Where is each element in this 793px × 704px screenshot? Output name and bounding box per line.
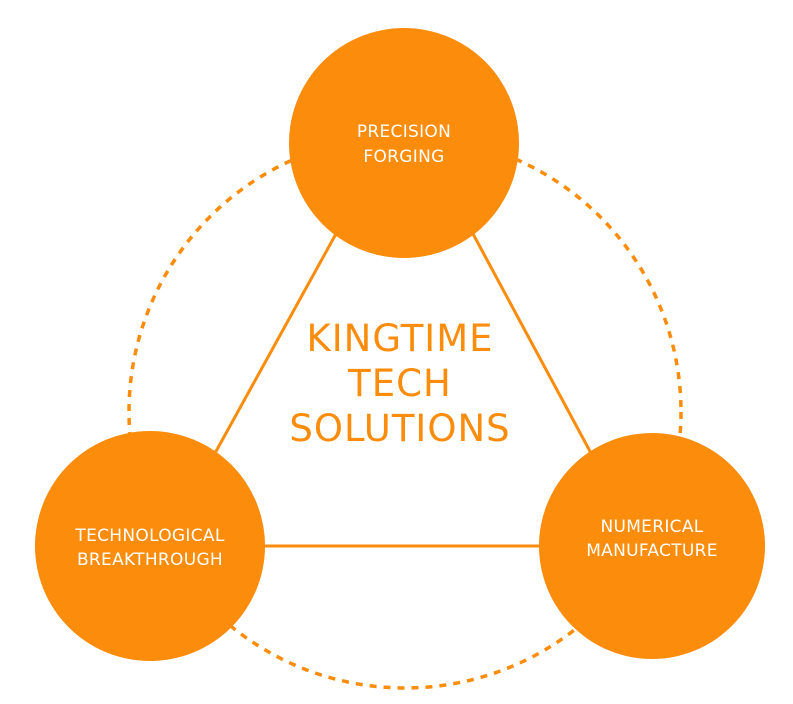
node-circle-left: [35, 431, 265, 661]
connector-top-left: [212, 231, 339, 456]
node-technological-breakthrough: TECHNOLOGICAL BREAKTHROUGH: [35, 431, 265, 661]
node-right-line2: MANUFACTURE: [586, 541, 718, 561]
node-left-line2: BREAKTHROUGH: [77, 550, 223, 570]
node-right-line1: NUMERICAL: [600, 517, 703, 537]
node-circle-top: [289, 28, 519, 258]
center-title: KINGTIME TECH SOLUTIONS: [289, 317, 510, 450]
node-precision-forging: PRECISION FORGING: [289, 28, 519, 258]
node-top-line2: FORGING: [363, 147, 444, 167]
dashed-cycle-ring: [127, 134, 683, 690]
center-title-line2: TECH: [347, 362, 452, 405]
center-title-line3: SOLUTIONS: [289, 407, 510, 450]
node-circle-right: [539, 433, 765, 659]
node-numerical-manufacture: NUMERICAL MANUFACTURE: [539, 433, 765, 659]
connector-top-right: [470, 231, 594, 456]
center-title-line1: KINGTIME: [306, 317, 493, 360]
node-top-line1: PRECISION: [357, 122, 451, 142]
node-left-line1: TECHNOLOGICAL: [74, 526, 224, 546]
